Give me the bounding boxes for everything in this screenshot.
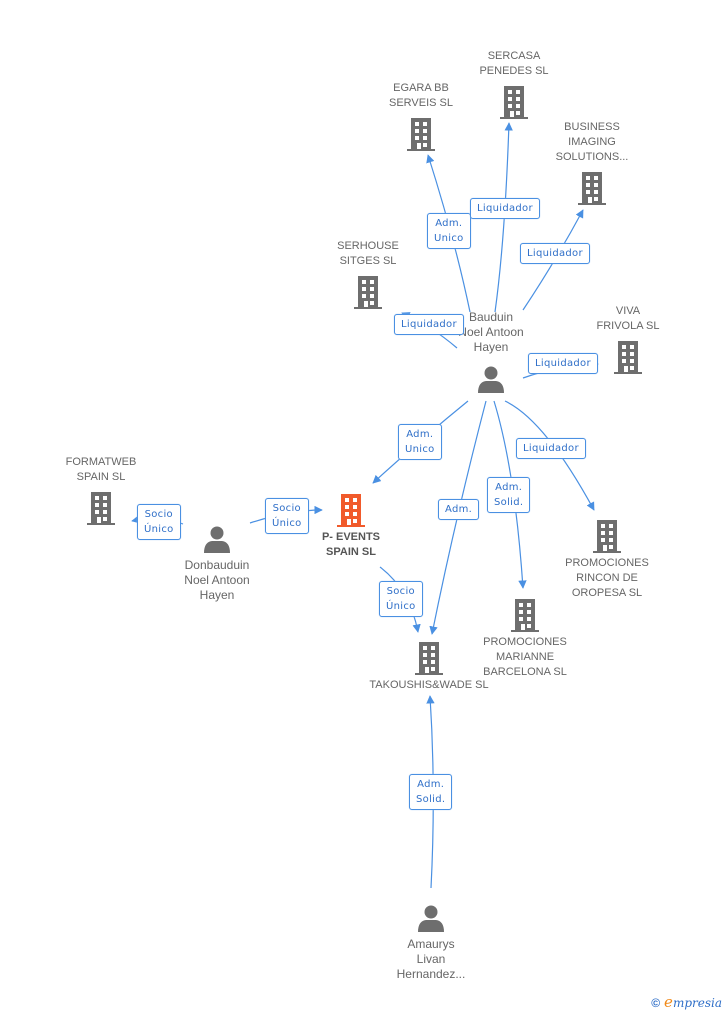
edge-bauduin-rincon: [504, 400, 595, 511]
building-icon: [614, 341, 642, 374]
edge-label-bauduin-pevents: Adm. Unico: [398, 424, 442, 460]
person-icon: [478, 366, 504, 393]
edge-label-pevents-takoushis: Socio Único: [379, 581, 423, 617]
edge-label-bauduin-viva: Liquidador: [528, 353, 598, 374]
node-serhouse[interactable]: SERHOUSE SITGES SL: [318, 239, 418, 310]
edge-label-donbauduin-formatweb: Socio Único: [137, 504, 181, 540]
building-icon: [578, 172, 606, 205]
node-label: Bauduin Noel Antoon Hayen: [458, 310, 524, 354]
node-viva[interactable]: VIVA FRIVOLA SL: [578, 304, 678, 375]
node-label: Amaurys Livan Hernandez...: [396, 937, 466, 981]
brand-footer[interactable]: ©empresia: [651, 993, 722, 1011]
edge-label-bauduin-business: Liquidador: [520, 243, 590, 264]
node-label: SERHOUSE SITGES SL: [337, 240, 399, 267]
edge-label-amaurys-takoushis: Adm. Solid.: [409, 774, 453, 810]
node-label: SERCASA PENEDES SL: [479, 50, 549, 77]
brand-logo-e: e: [664, 993, 673, 1011]
node-label: PROMOCIONES MARIANNE BARCELONA SL: [483, 636, 567, 678]
node-amaurys[interactable]: Amaurys Livan Hernandez...: [381, 903, 481, 982]
person-icon: [204, 526, 230, 553]
node-label: VIVA FRIVOLA SL: [596, 305, 660, 332]
building-icon: [500, 86, 528, 119]
node-label: EGARA BB SERVEIS SL: [389, 82, 453, 109]
edge-label-bauduin-egara: Adm. Unico: [427, 213, 471, 249]
node-label: BUSINESS IMAGING SOLUTIONS...: [555, 121, 629, 163]
node-pevents[interactable]: P- EVENTS SPAIN SL: [301, 492, 401, 560]
node-label: Donbauduin Noel Antoon Hayen: [184, 558, 250, 602]
building-icon: [415, 642, 443, 675]
building-icon: [593, 520, 621, 553]
edge-label-bauduin-rincon: Liquidador: [516, 438, 586, 459]
edge-label-bauduin-serhouse: Liquidador: [394, 314, 464, 335]
edge-label-bauduin-marianne: Adm. Solid.: [487, 477, 531, 513]
building-icon: [354, 276, 382, 309]
building-icon: [511, 599, 539, 632]
edge-label-bauduin-sercasa: Liquidador: [470, 198, 540, 219]
node-label: TAKOUSHIS&WADE SL: [369, 679, 489, 691]
node-formatweb[interactable]: FORMATWEB SPAIN SL: [51, 455, 151, 526]
node-label: FORMATWEB SPAIN SL: [65, 456, 137, 483]
node-takoushis[interactable]: TAKOUSHIS&WADE SL: [364, 640, 494, 693]
person-icon: [418, 905, 444, 932]
node-marianne[interactable]: PROMOCIONES MARIANNE BARCELONA SL: [475, 597, 575, 680]
node-egara[interactable]: EGARA BB SERVEIS SL: [371, 81, 471, 152]
building-icon: [87, 492, 115, 525]
edge-bauduin-sercasa: [494, 122, 513, 313]
edge-label-donbauduin-pevents: Socio Único: [265, 498, 309, 534]
brand-name: mpresia: [672, 996, 722, 1010]
edge-label-bauduin-takoushis: Adm.: [438, 499, 480, 520]
copyright-icon: ©: [651, 996, 661, 1010]
node-business[interactable]: BUSINESS IMAGING SOLUTIONS...: [542, 120, 642, 206]
node-bauduin[interactable]: Bauduin Noel Antoon Hayen: [441, 310, 541, 394]
building-focus-icon: [337, 494, 365, 527]
node-sercasa[interactable]: SERCASA PENEDES SL: [464, 49, 564, 120]
building-icon: [407, 118, 435, 151]
node-label: PROMOCIONES RINCON DE OROPESA SL: [565, 557, 649, 599]
node-label: P- EVENTS SPAIN SL: [321, 531, 381, 558]
node-rincon[interactable]: PROMOCIONES RINCON DE OROPESA SL: [557, 518, 657, 601]
node-donbauduin[interactable]: Donbauduin Noel Antoon Hayen: [167, 524, 267, 603]
